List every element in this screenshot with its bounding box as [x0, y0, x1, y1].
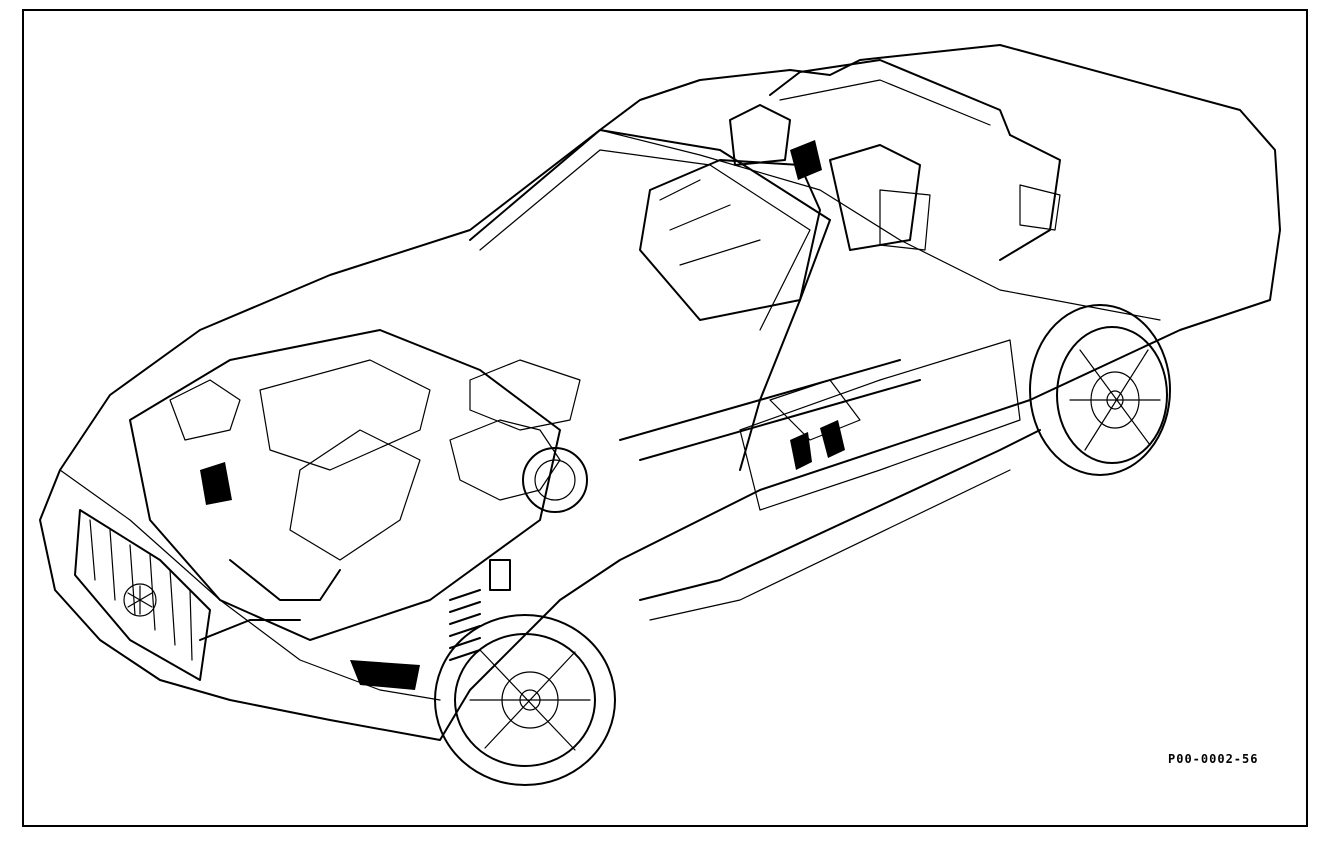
car-body [39, 44, 1281, 741]
figure-reference-code: P00-0002-56 [1168, 752, 1259, 766]
floor-pan [619, 339, 1021, 511]
seats [639, 104, 921, 321]
front-wheel [434, 614, 616, 786]
door-sill [639, 429, 1041, 621]
rear-deck [879, 134, 1061, 261]
windshield-frame [469, 129, 831, 471]
rear-wheel [1029, 304, 1171, 476]
front-coil-spring [449, 559, 511, 661]
front-grille [74, 509, 211, 681]
roll-bar [769, 59, 1011, 136]
brake-booster [522, 447, 588, 513]
engine-bay [129, 329, 581, 690]
figure-frame [22, 9, 1308, 827]
